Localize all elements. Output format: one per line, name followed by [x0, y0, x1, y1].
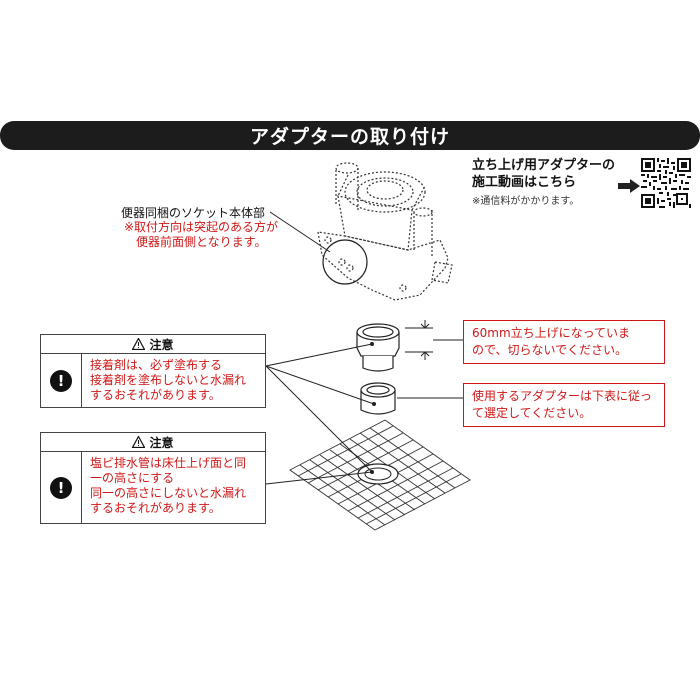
- socket-detail-circle: [322, 239, 368, 285]
- callout-adapter-line-1: 使用するアダプターは下表に従っ: [472, 389, 653, 403]
- caution-box-pipe-height: 注意 ! 塩ビ排水管は床仕上げ面と同 一の高さにする 同一の高さにしないと水漏れ…: [40, 432, 266, 524]
- video-link-text: 立ち上げ用アダプターの 施工動画はこちら: [472, 157, 615, 191]
- caution-header: 注意: [41, 433, 265, 452]
- caution2-line-2: 一の高さにする: [90, 471, 175, 485]
- socket-note-line-2: 便器前面側となります。: [136, 235, 267, 249]
- callout-60mm: 60mm立ち上げになっていま ので、切らないでください。: [463, 320, 665, 364]
- drain-pipe-opening: [357, 463, 399, 485]
- socket-orientation-note: ※取付方向は突起のある方が 便器前面側となります。: [124, 220, 278, 250]
- caution1-line-1: 接着剤は、必ず塗布する: [90, 358, 223, 372]
- socket-label: 便器同梱のソケット本体部: [121, 206, 266, 220]
- caution2-line-1: 塩ビ排水管は床仕上げ面と同: [90, 456, 247, 470]
- exclamation-circle-icon: !: [50, 369, 72, 392]
- caution-box-adhesive: 注意 ! 接着剤は、必ず塗布する 接着剤を塗布しないと水漏れ するおそれがありま…: [40, 334, 266, 408]
- socket-body-drawing: [317, 162, 453, 301]
- arrow-right-icon: [618, 179, 640, 193]
- exclamation-circle-icon: !: [50, 476, 72, 499]
- qr-code-icon[interactable]: [641, 158, 691, 208]
- caution1-line-2: 接着剤を塗布しないと水漏れ: [90, 373, 247, 387]
- caution-header: 注意: [41, 335, 265, 354]
- callout-60mm-line-1: 60mm立ち上げになっていま: [472, 326, 631, 340]
- callout-60mm-line-2: ので、切らないでください。: [472, 343, 628, 357]
- caution1-line-3: するおそれがあります。: [90, 388, 221, 402]
- callout-adapter-line-2: て選定してください。: [472, 406, 592, 420]
- callout-adapter-selection: 使用するアダプターは下表に従っ て選定してください。: [463, 383, 665, 427]
- adapter-small-drawing: [360, 382, 396, 415]
- caution2-line-4: するおそれがあります。: [90, 501, 221, 515]
- warning-triangle-icon: [132, 436, 146, 448]
- video-line-2: 施工動画はこちら: [472, 175, 577, 190]
- data-charge-note: ※通信料がかかります。: [472, 196, 580, 207]
- caution-title: 注意: [149, 435, 174, 450]
- section-banner: アダプターの取り付け: [0, 121, 700, 150]
- dimension-marks: [405, 320, 463, 360]
- caution-title: 注意: [149, 337, 174, 352]
- caution2-line-3: 同一の高さにしないと水漏れ: [90, 486, 247, 500]
- leader-lines: [265, 343, 375, 485]
- banner-title: アダプターの取り付け: [249, 126, 450, 148]
- warning-triangle-icon: [132, 338, 146, 350]
- socket-note-line-1: ※取付方向は突起のある方が: [124, 220, 279, 234]
- video-line-1: 立ち上げ用アダプターの: [472, 158, 616, 173]
- adapter-60mm-drawing: [356, 323, 400, 372]
